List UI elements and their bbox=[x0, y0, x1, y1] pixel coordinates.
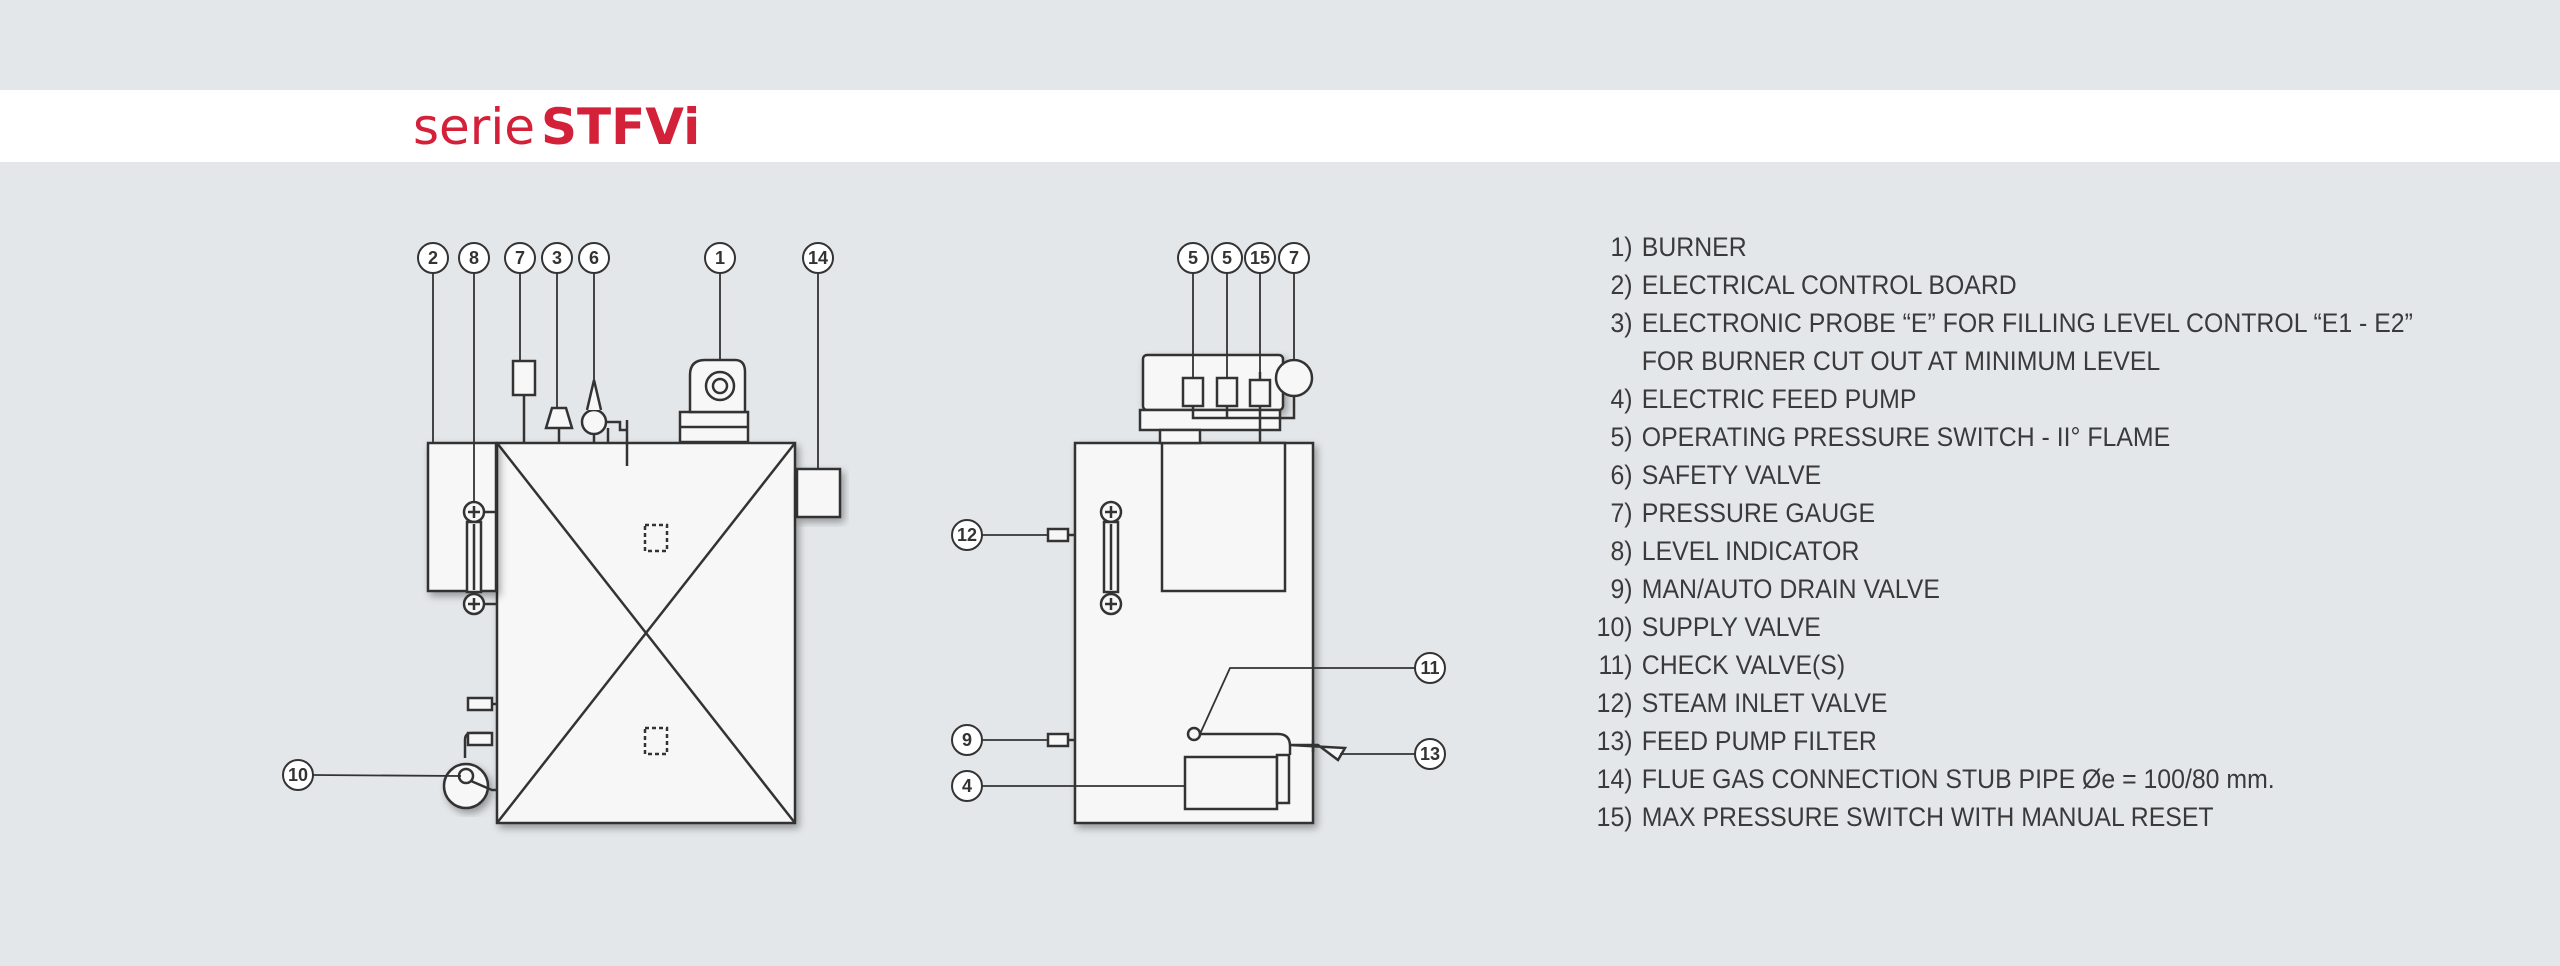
svg-text:7: 7 bbox=[1289, 248, 1299, 268]
svg-text:15: 15 bbox=[1250, 248, 1270, 268]
legend-item-11: 11)CHECK VALVE(S) bbox=[1598, 650, 1846, 680]
legend-item-5: 5)OPERATING PRESSURE SWITCH - II° FLAME bbox=[1610, 422, 2171, 452]
callout-7-side: 7 bbox=[1278, 242, 1310, 274]
max-pressure-switch bbox=[1248, 378, 1272, 408]
pressure-gauge-box bbox=[511, 359, 537, 397]
legend-item-1: 1)BURNER bbox=[1610, 232, 1747, 262]
svg-text:7: 7 bbox=[515, 248, 525, 268]
callout-13: 13 bbox=[1414, 738, 1446, 770]
pressure-switch-1 bbox=[1181, 376, 1205, 408]
svg-text:1: 1 bbox=[715, 248, 725, 268]
model-label: STFVi bbox=[541, 98, 701, 156]
legend-item-8: 8)LEVEL INDICATOR bbox=[1610, 536, 1860, 566]
callout-11: 11 bbox=[1414, 652, 1446, 684]
callout-8: 8 bbox=[458, 242, 490, 274]
callout-12: 12 bbox=[951, 519, 983, 551]
svg-text:5: 5 bbox=[1188, 248, 1198, 268]
callout-3: 3 bbox=[541, 242, 573, 274]
callout-10: 10 bbox=[282, 759, 314, 791]
svg-text:2: 2 bbox=[428, 248, 438, 268]
legend-item-13: 13)FEED PUMP FILTER bbox=[1596, 726, 1877, 756]
svg-text:13: 13 bbox=[1420, 744, 1440, 764]
svg-text:12: 12 bbox=[957, 525, 977, 545]
svg-text:8: 8 bbox=[469, 248, 479, 268]
svg-text:4: 4 bbox=[962, 776, 972, 796]
callout-4: 4 bbox=[951, 770, 983, 802]
svg-text:9: 9 bbox=[962, 730, 972, 750]
svg-text:11: 11 bbox=[1420, 658, 1439, 678]
svg-text:6: 6 bbox=[589, 248, 599, 268]
legend-item-9: 9)MAN/AUTO DRAIN VALVE bbox=[1610, 574, 1940, 604]
svg-text:10: 10 bbox=[288, 765, 308, 785]
check-valve bbox=[1186, 726, 1202, 742]
callout-9: 9 bbox=[951, 724, 983, 756]
supply-valve-pump bbox=[442, 762, 490, 810]
callout-14: 14 bbox=[802, 242, 834, 274]
legend-item-7: 7)PRESSURE GAUGE bbox=[1610, 498, 1876, 528]
legend-item-10: 10)SUPPLY VALVE bbox=[1596, 612, 1821, 642]
pressure-gauge-side bbox=[1274, 358, 1314, 398]
svg-text:3: 3 bbox=[552, 248, 562, 268]
side-view bbox=[1046, 353, 1348, 825]
safety-valve bbox=[580, 408, 608, 436]
control-board bbox=[426, 441, 498, 593]
legend-item-2: 2)ELECTRICAL CONTROL BOARD bbox=[1610, 270, 2017, 300]
probe-bell bbox=[544, 406, 574, 430]
legend-item-4: 4)ELECTRIC FEED PUMP bbox=[1610, 384, 1917, 414]
callout-7: 7 bbox=[504, 242, 536, 274]
legend-item-6: 6)SAFETY VALVE bbox=[1610, 460, 1822, 490]
legend-item-3-cont: FOR BURNER CUT OUT AT MINIMUM LEVEL bbox=[1641, 346, 2161, 376]
pressure-switch-2 bbox=[1215, 376, 1239, 408]
callout-2: 2 bbox=[417, 242, 449, 274]
component-legend: 1)BURNER 2)ELECTRICAL CONTROL BOARD 3)EL… bbox=[1570, 228, 2453, 836]
feed-pump bbox=[1183, 755, 1279, 811]
callout-5a: 5 bbox=[1177, 242, 1209, 274]
probe-box-lower bbox=[643, 726, 669, 756]
callout-1: 1 bbox=[704, 242, 736, 274]
callout-5b: 5 bbox=[1211, 242, 1243, 274]
burner-housing-side bbox=[1160, 441, 1287, 593]
flue-stub bbox=[795, 467, 842, 519]
probe-box-upper bbox=[643, 523, 669, 553]
callout-6: 6 bbox=[578, 242, 610, 274]
svg-text:5: 5 bbox=[1222, 248, 1232, 268]
serie-label: serie bbox=[413, 98, 536, 156]
legend-item-15: 15)MAX PRESSURE SWITCH WITH MANUAL RESET bbox=[1596, 802, 2214, 832]
legend-item-12: 12)STEAM INLET VALVE bbox=[1596, 688, 1888, 718]
front-view bbox=[426, 358, 842, 825]
svg-text:14: 14 bbox=[808, 248, 828, 268]
legend-item-3: 3)ELECTRONIC PROBE “E” FOR FILLING LEVEL… bbox=[1610, 308, 2413, 338]
body-diagonal-2 bbox=[496, 442, 796, 824]
callout-15: 15 bbox=[1244, 242, 1276, 274]
title-banner bbox=[0, 90, 2560, 162]
legend-item-14: 14)FLUE GAS CONNECTION STUB PIPE Øe = 10… bbox=[1596, 764, 2275, 794]
